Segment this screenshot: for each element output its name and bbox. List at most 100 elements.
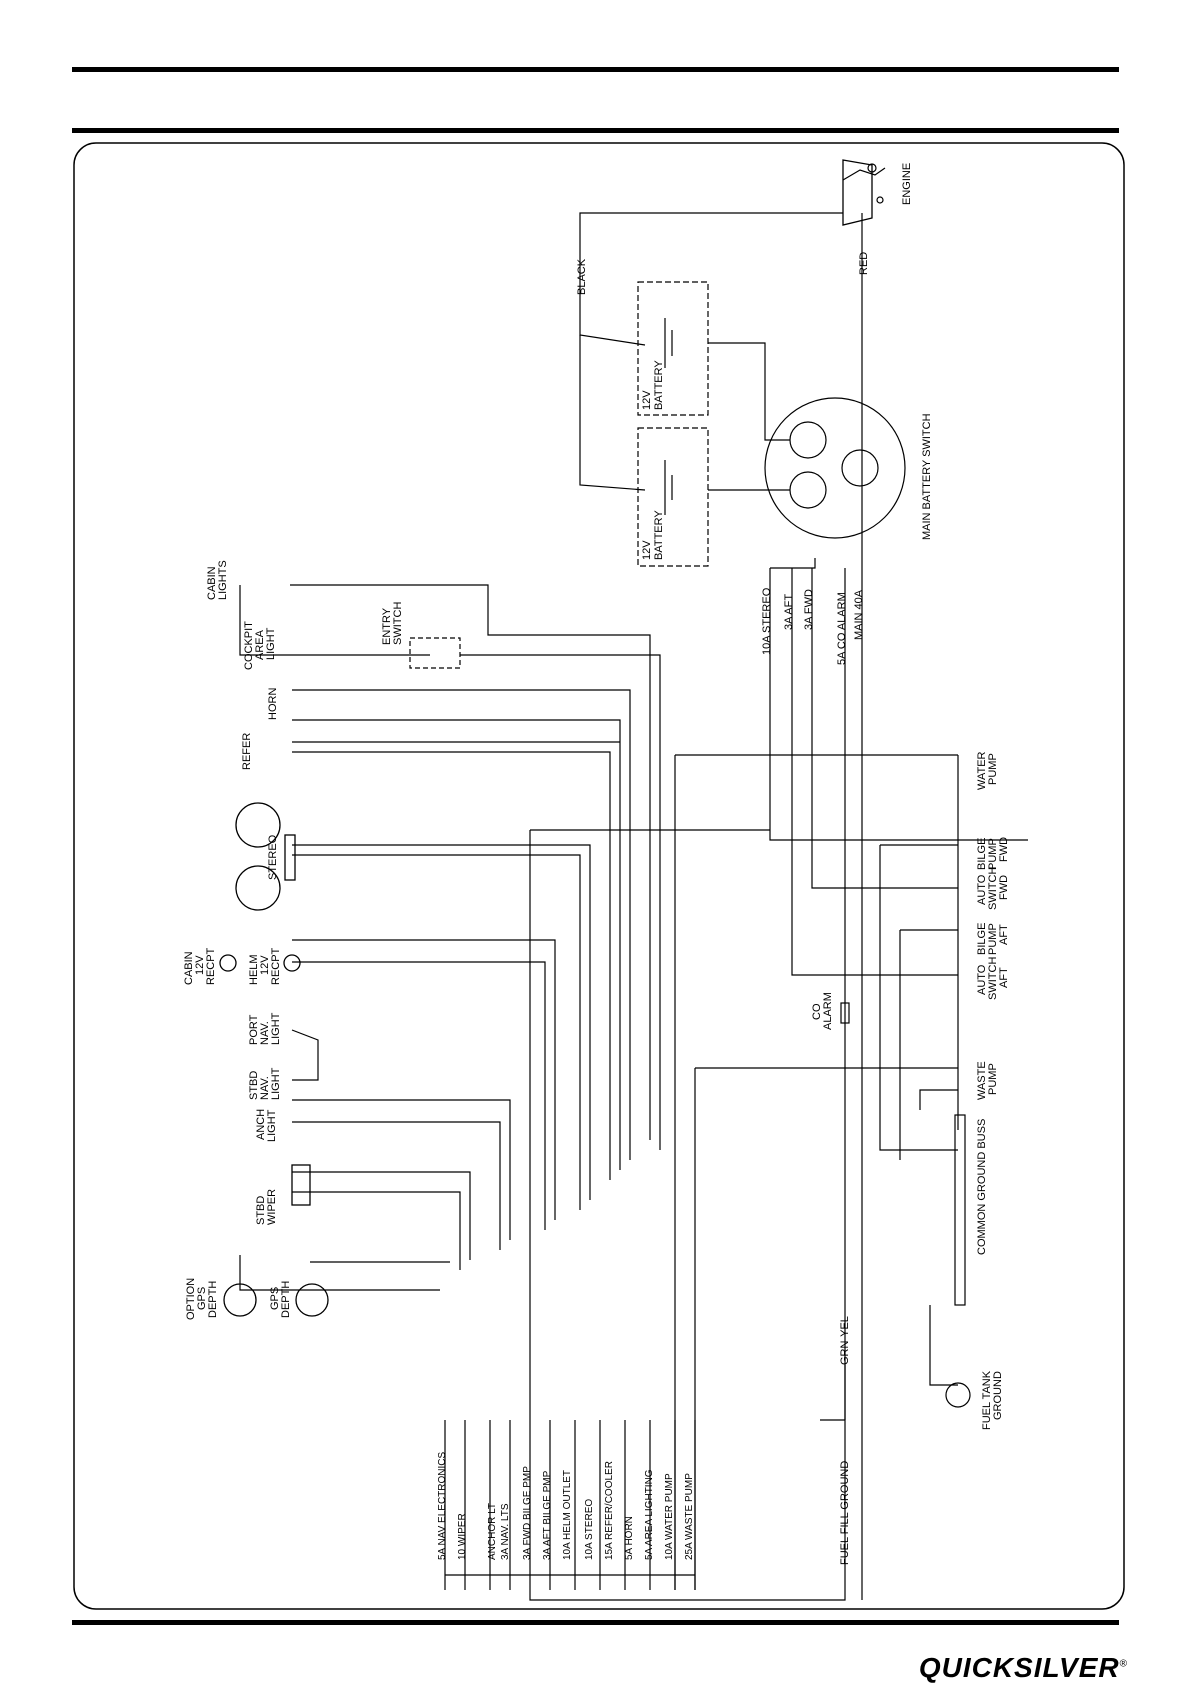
bilge-aft-a: BILGE	[976, 923, 988, 955]
battery-1-label-b: BATTERY	[653, 360, 665, 410]
helm-recpt-c: RECPT	[270, 947, 282, 985]
wire-group	[239, 159, 1028, 1601]
stereo-unit	[284, 834, 296, 881]
brand-name: QUICKSILVER	[918, 1652, 1120, 1683]
quicksilver-logo: QUICKSILVER®	[919, 1652, 1128, 1684]
auto-fwd-c: FWD	[998, 875, 1010, 900]
waste-b: PUMP	[987, 1063, 999, 1095]
bilge-aft-b: PUMP	[987, 923, 999, 955]
bilge-aft-c: AFT	[998, 924, 1010, 945]
water-pump-a: WATER	[976, 751, 988, 790]
main-battery-switch-label: MAIN BATTERY SWITCH	[921, 413, 933, 540]
port-nav-c: LIGHT	[270, 1012, 282, 1045]
cabin-recpt-c: RECPT	[205, 947, 217, 985]
battery-1-label-a: 12V	[641, 390, 653, 410]
wiper-b: WIPER	[266, 1189, 278, 1225]
auto-aft-a: AUTO	[976, 964, 988, 995]
fuse-fwd-bilge: 3A FWD BILGE PMP	[522, 1466, 533, 1560]
engine-label: ENGINE	[901, 163, 913, 205]
breaker-stereo: 10A STEREO	[761, 587, 773, 655]
fuse-nav: 5A NAV ELECTRONICS	[437, 1451, 448, 1560]
fuse-water: 10A WATER PUMP	[664, 1473, 675, 1560]
cabin-recpt-a: CABIN	[183, 951, 195, 985]
gps-a: GPS	[269, 1287, 281, 1310]
cabin-recpt-icon	[219, 954, 237, 972]
auto-fwd-a: AUTO	[976, 874, 988, 905]
stbd-nav-c: LIGHT	[270, 1067, 282, 1100]
entry-label-b: SWITCH	[392, 602, 404, 645]
fuse-horn: 5A HORN	[624, 1516, 635, 1560]
entry-label-a: ENTRY	[381, 607, 393, 645]
gps-b: DEPTH	[280, 1281, 292, 1318]
speaker-2	[235, 865, 281, 911]
brand-mark: ®	[1119, 1658, 1128, 1670]
fuse-wiper: 10 WIPER	[457, 1513, 468, 1560]
anch-a: ANCH	[255, 1109, 267, 1140]
gps-depth-option	[223, 1283, 257, 1317]
stereo-label: STEREO	[267, 834, 279, 880]
auto-fwd-b: SWITCH	[987, 867, 999, 910]
port-nav-a: PORT	[248, 1014, 260, 1045]
option-gps-a: OPTION	[185, 1278, 197, 1320]
red-wire-label: RED	[858, 252, 870, 275]
cabin-recpt-b: 12V	[194, 955, 206, 975]
waste-a: WASTE	[976, 1061, 988, 1100]
fuse-labels: 5A NAV ELECTRONICS 10 WIPER ANCHOR LT 3A…	[437, 1451, 695, 1560]
bilge-fwd-c: FWD	[998, 837, 1010, 862]
cabin-lights-label-b: LIGHTS	[217, 560, 229, 600]
stbd-nav-a: STBD	[248, 1071, 260, 1100]
fuel-tank-a: FUEL TANK	[981, 1370, 993, 1430]
fuse-helm: 10A HELM OUTLET	[562, 1470, 573, 1560]
horn-label: HORN	[267, 688, 279, 720]
cockpit-label-b: AREA	[254, 629, 266, 660]
breaker-main: MAIN 40A	[853, 589, 865, 640]
top-rule-2	[72, 128, 1119, 133]
stbd-nav-b: NAV.	[259, 1076, 271, 1100]
helm-recpt-icon	[283, 954, 301, 972]
bottom-rule	[72, 1620, 1119, 1625]
cockpit-label-c: LIGHT	[265, 627, 277, 660]
co-alarm-a: CO	[811, 1003, 823, 1020]
labels: ENGINE BLACK RED 12V BATTERY 12V BATTERY…	[183, 163, 1010, 1565]
speaker-1	[235, 802, 281, 848]
fuse-aft-bilge: 3A AFT BILGE PMP	[542, 1470, 553, 1560]
top-rule-1	[72, 67, 1119, 72]
battery-2-label-b: BATTERY	[653, 510, 665, 560]
breaker-fwd: 3A FWD	[803, 589, 815, 630]
refer-label: REFER	[241, 733, 253, 770]
engine-symbol	[842, 159, 873, 226]
bilge-fwd-a: BILGE	[976, 838, 988, 870]
fuel-tank-b: GROUND	[992, 1371, 1004, 1420]
ground-buss-label: COMMON GROUND BUSS	[976, 1119, 988, 1255]
option-gps-b: GPS	[196, 1287, 208, 1310]
helm-recpt-a: HELM	[248, 954, 260, 985]
water-pump-b: PUMP	[987, 753, 999, 785]
grn-yel-label: GRN-YEL	[839, 1316, 851, 1365]
fuse-nav-lts: 3A NAV. LTS	[500, 1503, 511, 1560]
fuel-fill-label: FUEL FILL GROUND	[839, 1461, 851, 1565]
wiper-box	[291, 1164, 311, 1206]
black-wire-label: BLACK	[576, 258, 588, 295]
anch-b: LIGHT	[266, 1109, 278, 1142]
fuse-anchor: ANCHOR LT	[487, 1503, 498, 1560]
port-nav-b: NAV.	[259, 1021, 271, 1045]
auto-aft-c: AFT	[998, 967, 1010, 988]
wiper-a: STBD	[255, 1196, 267, 1225]
component-symbols	[219, 802, 329, 1317]
breaker-aft: 3A AFT	[783, 594, 795, 630]
co-alarm-b: ALARM	[822, 992, 834, 1030]
cockpit-label-a: COCKPIT	[243, 621, 255, 670]
fuse-waste: 25A WASTE PUMP	[684, 1473, 695, 1560]
option-gps-c: DEPTH	[207, 1281, 219, 1318]
bilge-fwd-b: PUMP	[987, 838, 999, 870]
auto-aft-b: SWITCH	[987, 957, 999, 1000]
breaker-co: 5A CO ALARM	[836, 592, 848, 665]
helm-recpt-b: 12V	[259, 955, 271, 975]
gps-depth	[295, 1283, 329, 1317]
fuse-refer: 15A REFER/COOLER	[604, 1461, 615, 1560]
diagram-frame	[73, 142, 1125, 1610]
battery-2-label-a: 12V	[641, 540, 653, 560]
cabin-lights-label-a: CABIN	[206, 566, 218, 600]
fuse-area: 5A AREA LIGHTING	[644, 1469, 655, 1560]
